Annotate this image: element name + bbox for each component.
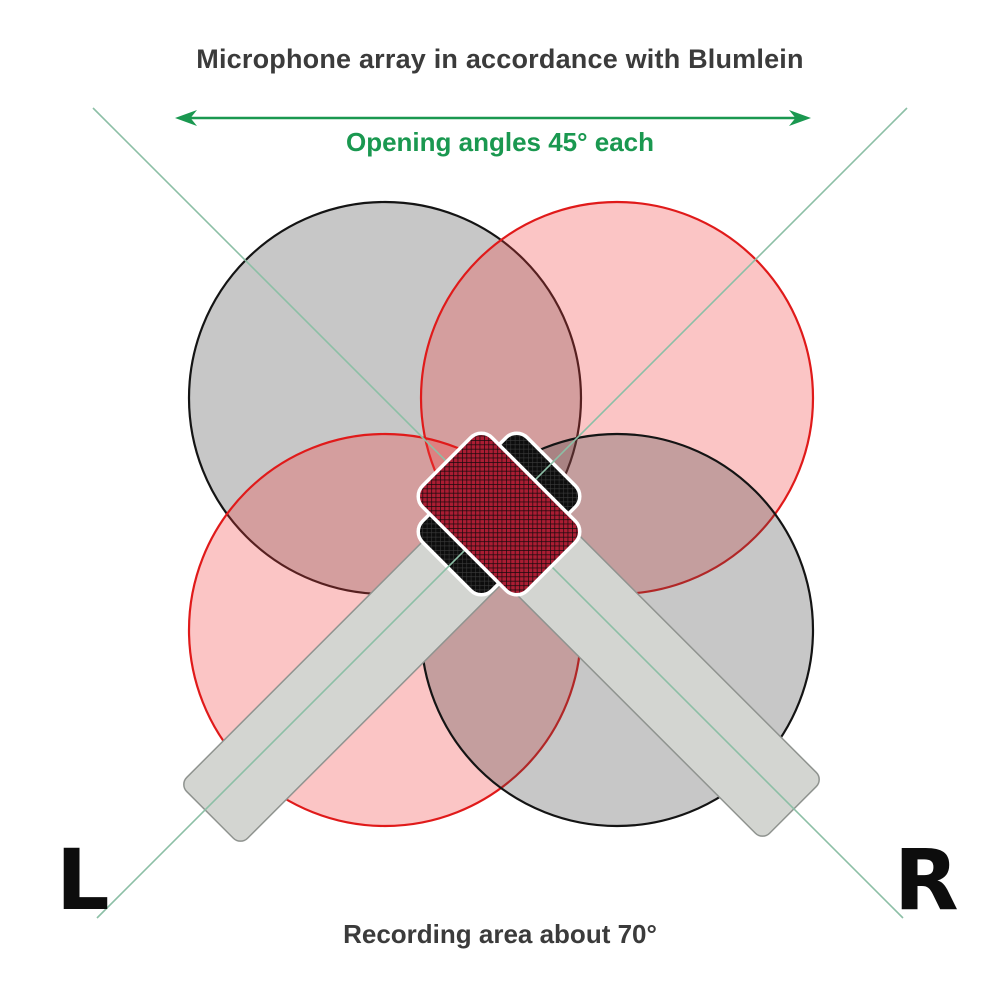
channel-label-right: R — [894, 831, 959, 929]
arrow-head-left-icon — [175, 110, 197, 126]
arrow-head-right-icon — [789, 110, 811, 126]
recording-area-label: Recording area about 70° — [343, 919, 657, 949]
opening-angle-label: Opening angles 45° each — [345, 127, 655, 157]
opening-angle-arrow — [175, 110, 811, 126]
capsule-right-border — [416, 431, 582, 597]
page-title: Microphone array in accordance with Blum… — [196, 44, 804, 74]
channel-label-left: L — [56, 831, 110, 929]
